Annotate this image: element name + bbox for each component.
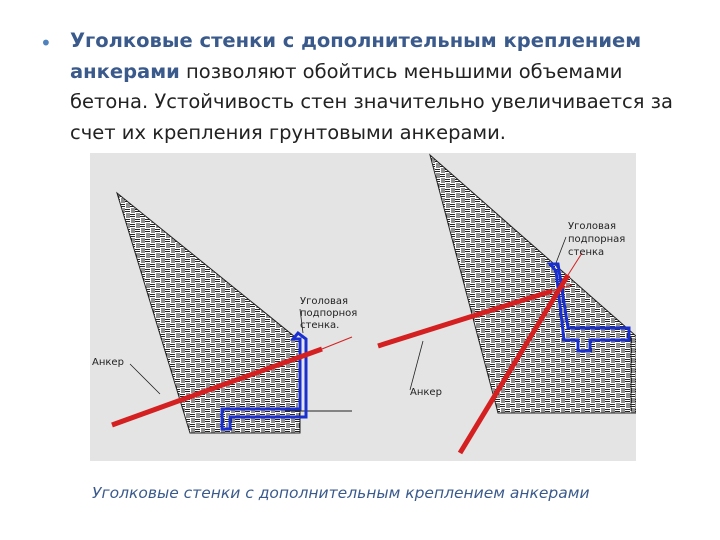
left-wall-leader <box>299 308 304 334</box>
figure-caption: Уголковые стенки с дополнительным крепле… <box>92 484 590 502</box>
right-anchor-rod-upper <box>377 288 553 349</box>
left-anchor-rod <box>111 346 323 428</box>
bullet-highlight: Уголковые стенки с дополнительным крепле… <box>70 29 642 83</box>
left-soil-mass <box>116 191 301 434</box>
right-wall-leader <box>555 236 567 264</box>
right-anchor-label: Анкер <box>410 387 442 398</box>
right-anchor-rod-lower <box>457 273 571 455</box>
bullet-item: • Уголковые стенки с дополнительным креп… <box>40 26 690 148</box>
right-retaining-wall <box>546 262 631 353</box>
left-retaining-wall <box>220 330 308 431</box>
left-anchor-label: Анкер <box>92 357 124 368</box>
right-soil-mass <box>429 153 636 414</box>
right-anchor-upper-extension <box>551 284 573 292</box>
bullet-paragraph: Уголковые стенки с дополнительным крепле… <box>70 26 690 148</box>
left-wall-label: Уголовая подпорноя стенка. <box>300 296 360 331</box>
right-anchor-lower-extension <box>567 252 583 276</box>
retaining-wall-figure: Уголовая подпорноя стенка. Анкер Уголова… <box>90 153 636 461</box>
bullet-body: позволяют обойтись меньшими объемами бет… <box>70 59 673 144</box>
left-anchor-leader <box>129 363 161 395</box>
right-wall-label: Уголовая подпорная стенка <box>568 221 628 258</box>
bullet-marker: • <box>40 31 52 55</box>
left-anchor-extension <box>321 336 353 350</box>
right-anchor-leader <box>409 340 424 391</box>
